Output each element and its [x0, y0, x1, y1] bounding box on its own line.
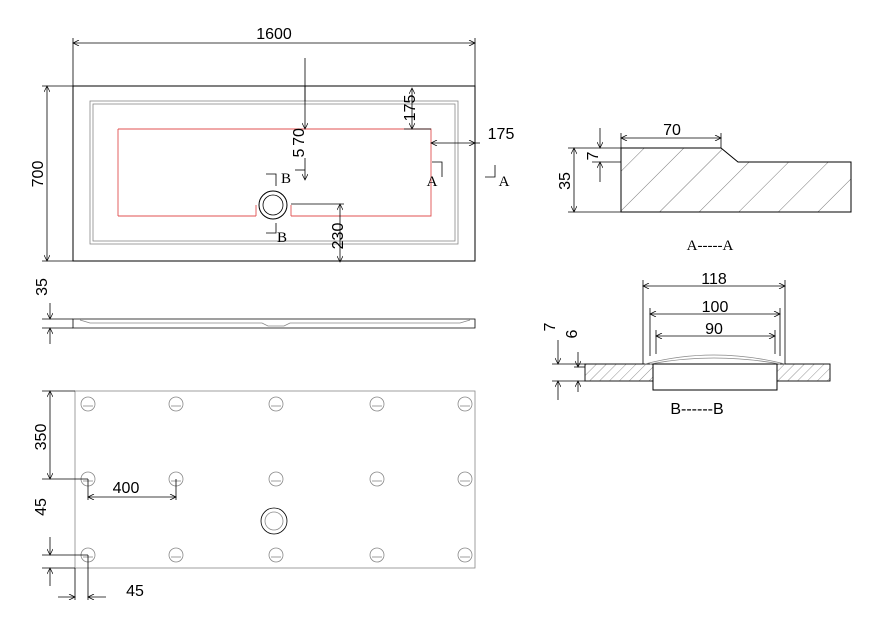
section-b-top-label: B [281, 171, 291, 187]
drain-hole-outer [260, 507, 288, 535]
support-foot [268, 547, 284, 563]
tray-inner-rim-2 [92, 103, 456, 242]
dim-350: 350 [33, 424, 50, 451]
section-a-caption: A-----A [687, 238, 734, 254]
section-b-b: 118 100 90 7 6 B------B [542, 271, 831, 418]
section-b-dim-7: 7 [542, 322, 559, 331]
section-a-profile [620, 147, 852, 213]
dim-175-vertical: 175 [402, 95, 419, 122]
support-foot [168, 396, 184, 412]
section-b-caption: B------B [670, 401, 723, 418]
support-feet [80, 396, 473, 563]
section-b-top-mark [266, 173, 277, 186]
support-foot [168, 547, 184, 563]
dim-5: 5 [291, 148, 308, 157]
support-foot [268, 396, 284, 412]
support-foot [369, 396, 385, 412]
section-a-dim-35: 35 [557, 172, 574, 190]
slope-zone-outline [118, 128, 432, 217]
top-view: 1600 700 70 5 175 175 230 A A B [30, 26, 514, 262]
support-foot [80, 396, 96, 412]
dim-230: 230 [330, 223, 347, 250]
dim-175-horizontal: 175 [488, 126, 515, 143]
width-dimension: 1600 [256, 26, 292, 43]
support-foot [268, 471, 284, 487]
side-view: 35 [34, 278, 476, 344]
tray-inner-rim [89, 100, 459, 245]
tray-outline [72, 85, 476, 262]
section-b-right-slab [776, 363, 831, 382]
section-b-bottom-label: B [277, 230, 287, 246]
section-a-a: 70 7 35 A-----A [557, 122, 852, 254]
section-a-dim-70: 70 [663, 122, 681, 139]
dim-45-horizontal: 45 [126, 583, 144, 600]
section-a-left-label: A [427, 174, 438, 190]
section-a-dim-7: 7 [585, 151, 602, 160]
section-b-dim-118: 118 [701, 271, 727, 288]
drain-inner [262, 194, 284, 216]
section-b-dim-6: 6 [564, 329, 581, 338]
support-foot [369, 471, 385, 487]
support-foot [457, 396, 473, 412]
section-b-bottom-mark [266, 223, 277, 234]
side-height-dimension: 35 [34, 278, 51, 296]
drain-hole-inner [264, 511, 284, 531]
side-profile [72, 318, 476, 329]
section-b-drain-cover [644, 354, 786, 365]
support-foot [457, 471, 473, 487]
support-foot [369, 547, 385, 563]
bottom-view: 350 45 400 45 [33, 390, 476, 600]
dim-45-vertical: 45 [33, 498, 50, 516]
drain-outer [258, 190, 288, 220]
support-foot [457, 547, 473, 563]
section-b-left-slab [584, 363, 654, 382]
section-b-drain-body [652, 363, 778, 391]
dim-400: 400 [113, 480, 140, 497]
section-a-right-label: A [499, 174, 510, 190]
section-b-dim-100: 100 [702, 299, 729, 316]
height-dimension: 700 [30, 161, 47, 188]
section-b-dim-90: 90 [705, 321, 723, 338]
bottom-outline [74, 390, 476, 569]
dim-70: 70 [291, 128, 308, 146]
section-a-left-mark [432, 161, 443, 177]
section-a-right-mark [485, 165, 496, 178]
